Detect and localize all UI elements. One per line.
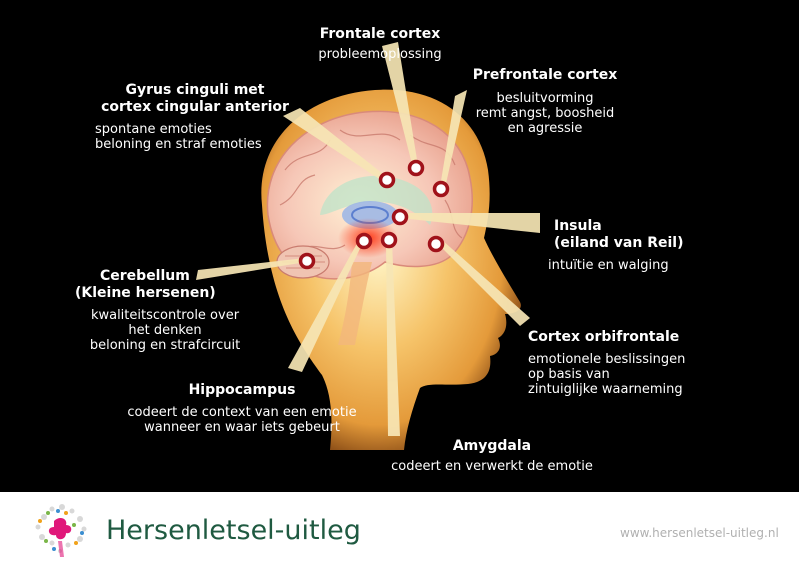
gyrus-desc-2: beloning en straf emoties xyxy=(95,137,295,152)
cerebellum-desc-1: kwaliteitscontrole over xyxy=(70,308,260,323)
marker-amygdala xyxy=(383,234,396,247)
cerebellum-title-1: Cerebellum xyxy=(70,268,260,285)
brain-logo-icon xyxy=(24,497,94,561)
marker-hippocampus xyxy=(358,235,371,248)
label-hippocampus: Hippocampus codeert de context van een e… xyxy=(112,382,372,435)
orbifrontale-desc-1: emotionele beslissingen xyxy=(528,352,708,367)
frontale-desc: probleemoplossing xyxy=(300,47,460,62)
cerebellum-title-2: (Kleine hersenen) xyxy=(70,285,260,302)
orbifrontale-desc-3: zintuiglijke waarneming xyxy=(528,382,708,397)
hippocampus-desc-2: wanneer en waar iets gebeurt xyxy=(112,420,372,435)
amygdala-desc: codeert en verwerkt de emotie xyxy=(372,459,612,474)
label-insula: Insula (eiland van Reil) intuïtie en wal… xyxy=(548,218,668,273)
label-frontale-cortex: Frontale cortex probleemoplossing xyxy=(300,26,460,62)
hippocampus-title: Hippocampus xyxy=(112,382,372,399)
prefrontale-desc-3: en agressie xyxy=(465,121,625,136)
marker-gyrus-cinguli xyxy=(381,174,394,187)
label-amygdala: Amygdala codeert en verwerkt de emotie xyxy=(372,438,612,474)
insula-desc: intuïtie en walging xyxy=(548,258,668,273)
marker-insula xyxy=(394,211,407,224)
label-gyrus-cinguli: Gyrus cinguli met cortex cingular anteri… xyxy=(95,82,295,152)
marker-cortex-orbifrontale xyxy=(430,238,443,251)
site-url[interactable]: www.hersenletsel-uitleg.nl xyxy=(620,526,779,540)
insula-title-2: (eiland van Reil) xyxy=(548,235,668,252)
marker-prefrontale-cortex xyxy=(435,183,448,196)
label-cortex-orbifrontale: Cortex orbifrontale emotionele beslissin… xyxy=(528,329,708,397)
cerebellum-desc-3: beloning en strafcircuit xyxy=(70,338,260,353)
label-cerebellum: Cerebellum (Kleine hersenen) kwaliteitsc… xyxy=(70,268,260,353)
marker-frontale-cortex xyxy=(410,162,423,175)
orbifrontale-title: Cortex orbifrontale xyxy=(528,329,708,346)
marker-cerebellum xyxy=(301,255,314,268)
gyrus-title-1: Gyrus cinguli met xyxy=(95,82,295,99)
hippocampus-desc-1: codeert de context van een emotie xyxy=(112,405,372,420)
gyrus-desc-1: spontane emoties xyxy=(95,122,295,137)
orbifrontale-desc-2: op basis van xyxy=(528,367,708,382)
brand-name: Hersenletsel-uitleg xyxy=(106,515,361,546)
gyrus-title-2: cortex cingular anterior xyxy=(95,99,295,116)
prefrontale-desc-1: besluitvorming xyxy=(465,91,625,106)
illustration-panel: Frontale cortex probleemoplossing Prefro… xyxy=(0,0,799,492)
insula-title-1: Insula xyxy=(548,218,668,235)
prefrontale-desc-2: remt angst, boosheid xyxy=(465,106,625,121)
cerebellum-desc-2: het denken xyxy=(70,323,260,338)
prefrontale-title: Prefrontale cortex xyxy=(465,67,625,84)
label-prefrontale-cortex: Prefrontale cortex besluitvorming remt a… xyxy=(465,67,625,136)
amygdala-title: Amygdala xyxy=(372,438,612,455)
frontale-title: Frontale cortex xyxy=(300,26,460,43)
